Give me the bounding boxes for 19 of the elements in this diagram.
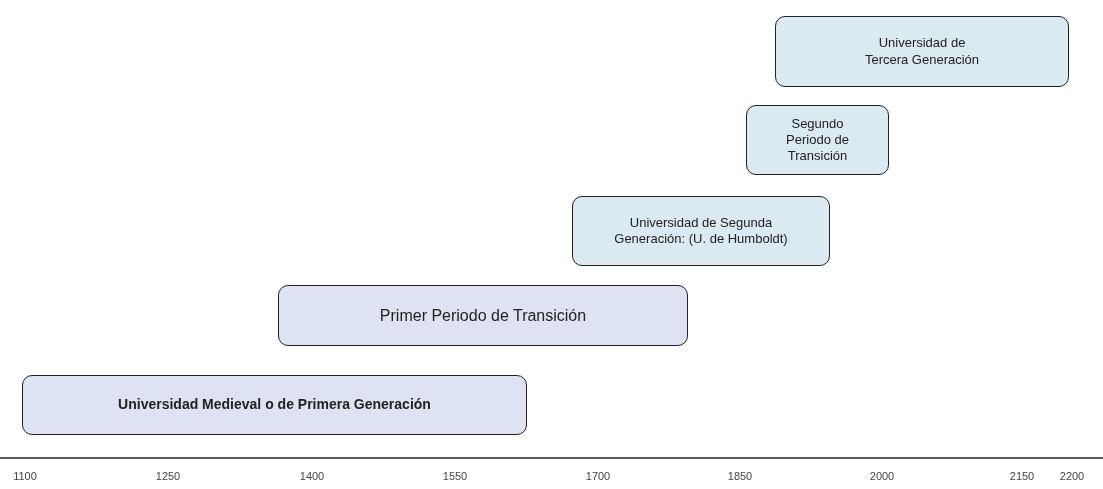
period-label: Universidad de Segunda Generación: (U. de Humboldt) (613, 214, 789, 248)
period-box (22, 375, 527, 435)
period-label: Universidad de Tercera Generación (863, 35, 981, 68)
axis-tick-label: 2150 (1009, 470, 1035, 482)
axis-tick-label: 1850 (727, 470, 753, 482)
axis-tick-label: 1100 (13, 470, 37, 482)
axis-tick-label: 1700 (585, 470, 611, 482)
period-label: Primer Periodo de Transición (379, 305, 587, 326)
period-box (572, 196, 830, 266)
period-box (278, 285, 688, 346)
axis-tick-label: 2200 (1059, 470, 1085, 482)
period-label: Segundo Periodo de Transición (785, 115, 850, 165)
period-box (746, 105, 889, 175)
axis-tick-label: 2000 (869, 470, 895, 482)
axis-tick-label: 1250 (155, 470, 181, 482)
period-box (775, 16, 1069, 87)
period-label: Universidad Medieval o de Primera Generación (118, 396, 431, 414)
axis-tick-label: 1550 (442, 470, 468, 482)
axis-tick-label: 1400 (299, 470, 325, 482)
